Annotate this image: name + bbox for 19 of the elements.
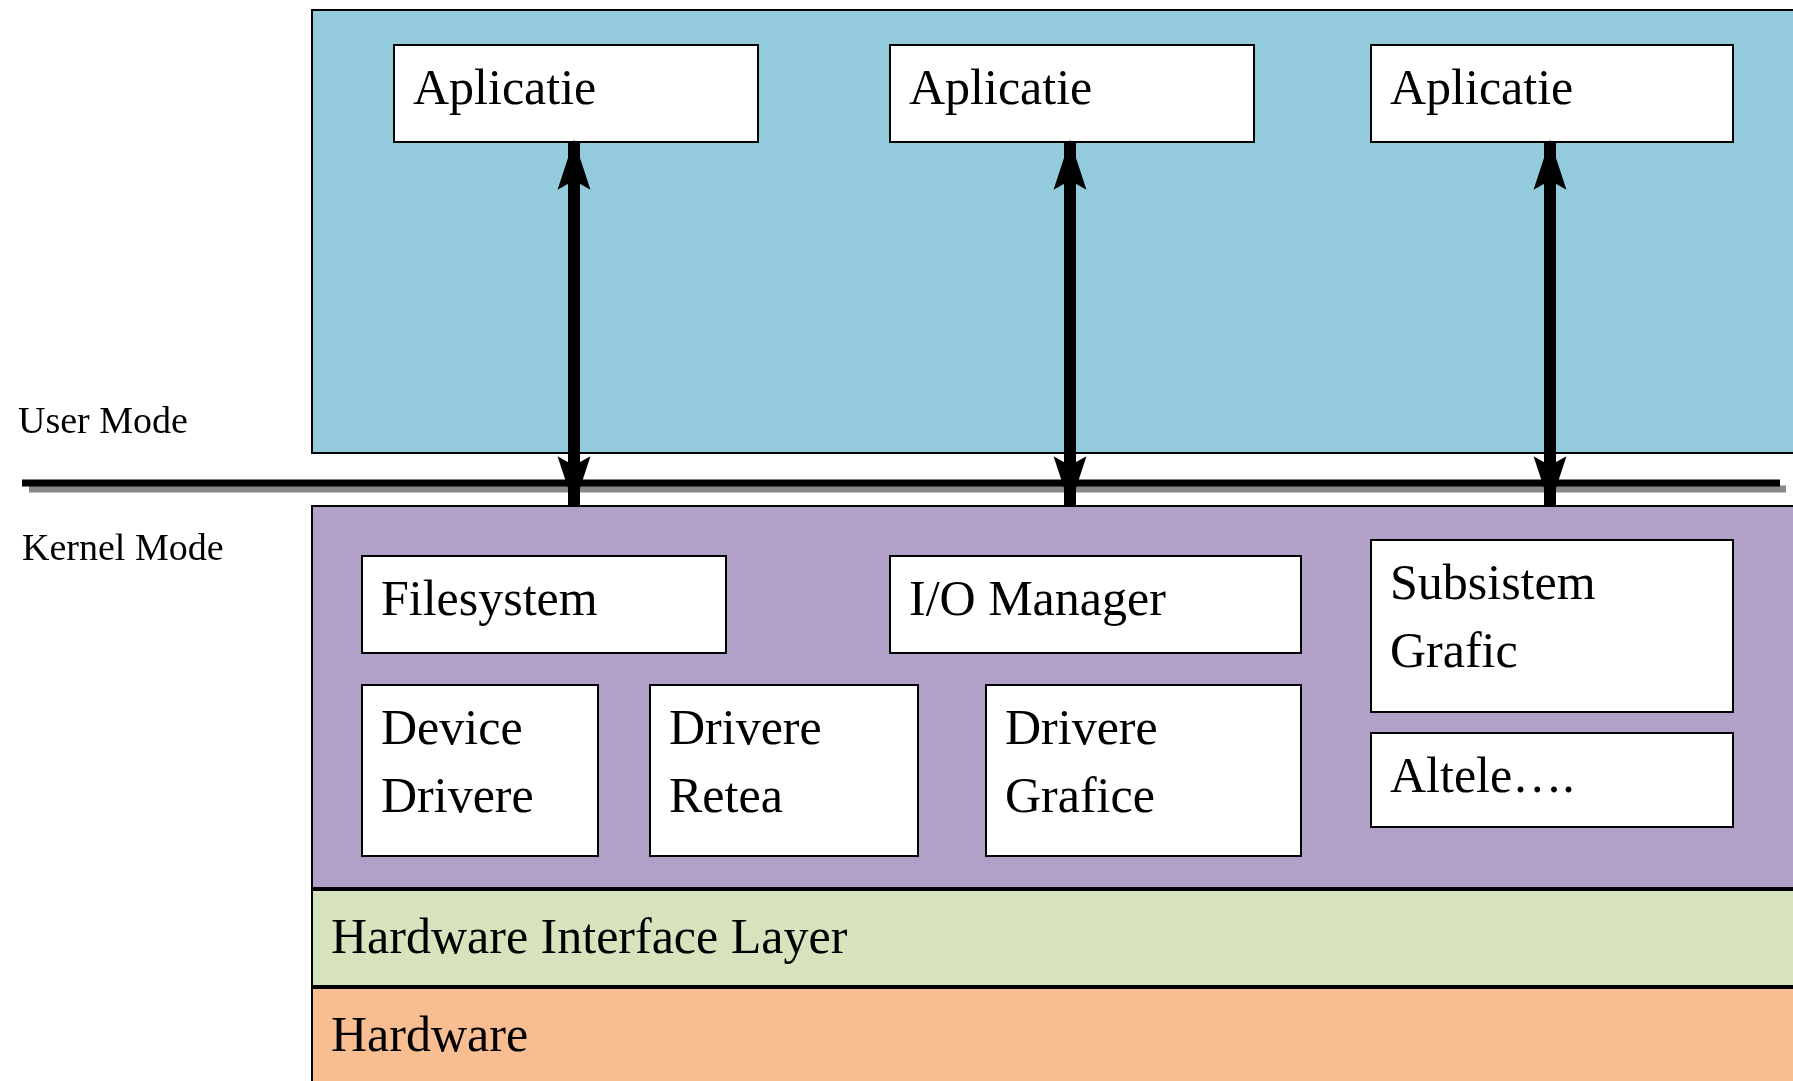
application-box: Aplicatie [1370, 44, 1734, 143]
component-box: Altele…. [1370, 732, 1734, 828]
component-box: Filesystem [361, 555, 727, 654]
mode-label: User Mode [18, 398, 188, 442]
component-box: Drivere Grafice [985, 684, 1302, 857]
component-box: I/O Manager [889, 555, 1302, 654]
mode-label: Kernel Mode [22, 525, 224, 569]
hardware-interface-layer-band: Hardware Interface Layer [311, 889, 1793, 987]
component-box: Drivere Retea [649, 684, 919, 857]
double-headed-arrow [1533, 139, 1567, 507]
application-box: Aplicatie [889, 44, 1255, 143]
application-box: Aplicatie [393, 44, 759, 143]
double-headed-arrow [557, 139, 591, 507]
user-mode-band [311, 9, 1793, 454]
hardware-band: Hardware [311, 987, 1793, 1081]
kernel-mode-band [311, 505, 1793, 889]
double-headed-arrow [1053, 139, 1087, 507]
component-box: Device Drivere [361, 684, 599, 857]
component-box: Subsistem Grafic [1370, 539, 1734, 713]
